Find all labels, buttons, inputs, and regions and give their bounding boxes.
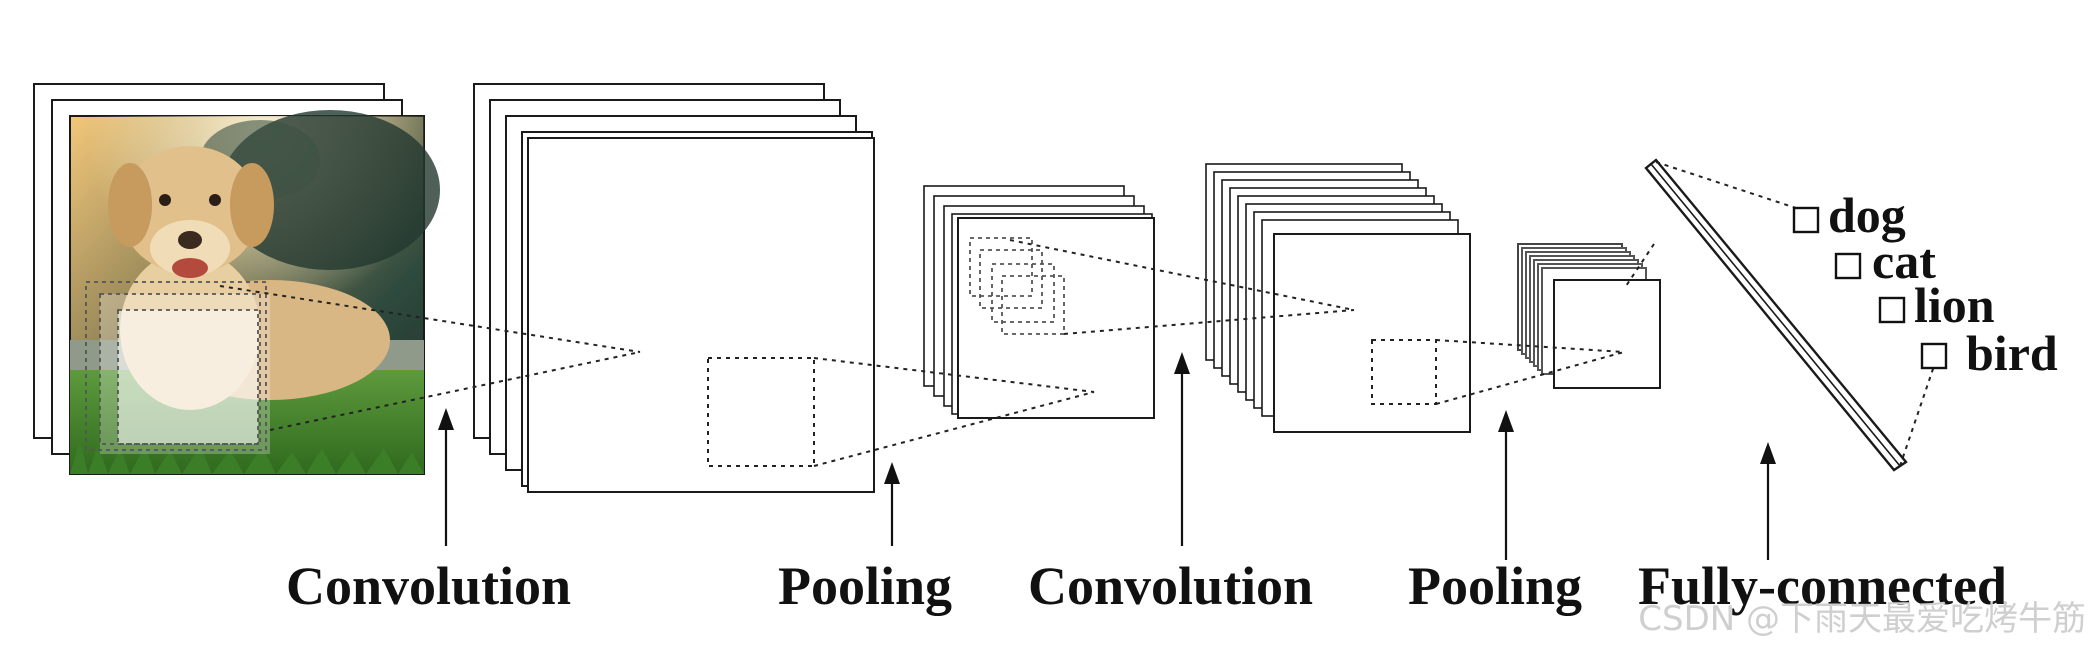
stage-label-fully-connected: Fully-connected xyxy=(1638,556,2007,616)
arrow-up-icon xyxy=(438,408,454,546)
projection-lines xyxy=(219,161,1935,467)
class-dog: dog xyxy=(1792,187,1906,243)
input-image-stack xyxy=(33,83,440,475)
stage-labels: Convolution Pooling Convolution Pooling … xyxy=(286,556,2007,616)
class-label-cat: cat xyxy=(1872,233,1936,289)
pool2-feature-maps xyxy=(1517,243,1661,389)
cat-checkbox-icon xyxy=(1834,252,1862,280)
class-lion: lion xyxy=(1878,277,1995,333)
output-classes: dog cat lion bird xyxy=(1792,187,2058,381)
class-bird: bird xyxy=(1920,325,2058,381)
stage-arrows xyxy=(438,352,1776,560)
fully-connected-layer xyxy=(1644,158,1908,472)
lion-checkbox-icon xyxy=(1878,296,1906,324)
stage-label-pooling-2: Pooling xyxy=(1408,556,1582,616)
bird-checkbox-icon xyxy=(1920,342,1948,370)
arrow-up-icon xyxy=(1760,442,1776,560)
arrow-up-icon xyxy=(1498,410,1514,560)
stage-label-convolution-2: Convolution xyxy=(1028,556,1313,616)
arrow-up-icon xyxy=(1174,352,1190,546)
watermark-text: CSDN @下雨天最爱吃烤牛筋 xyxy=(1638,599,2086,639)
class-label-lion: lion xyxy=(1914,277,1995,333)
arrow-up-icon xyxy=(884,462,900,546)
dog-photo xyxy=(69,110,440,475)
stage-label-convolution-1: Convolution xyxy=(286,556,571,616)
pool1-feature-maps xyxy=(923,185,1155,419)
class-label-bird: bird xyxy=(1966,325,2058,381)
conv1-feature-maps xyxy=(473,83,875,493)
stage-label-pooling-1: Pooling xyxy=(778,556,952,616)
class-cat: cat xyxy=(1834,233,1936,289)
conv2-feature-maps xyxy=(1205,163,1471,433)
class-label-dog: dog xyxy=(1828,187,1906,243)
dog-checkbox-icon xyxy=(1792,206,1820,234)
